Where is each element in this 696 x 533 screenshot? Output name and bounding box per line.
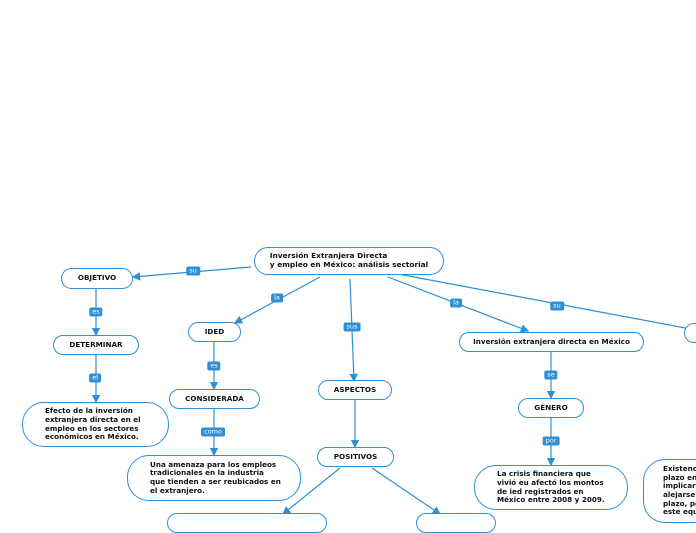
label-la: la (450, 298, 462, 308)
label-es: es (89, 307, 103, 317)
aspectos-node[interactable]: ASPECTOS (318, 380, 392, 400)
positivos-left-child-node[interactable] (167, 513, 327, 533)
genero-node[interactable]: GÉNERO (518, 398, 584, 418)
label-su: su (550, 301, 564, 311)
edge-positivos-right (371, 467, 441, 515)
objetivo-node[interactable]: OBJETIVO (61, 268, 133, 289)
edge-positivos-left (282, 467, 341, 515)
efecto-node[interactable]: Efecto de la inversión extranjera direct… (22, 402, 169, 447)
label-la: la (271, 293, 283, 303)
crisis-node[interactable]: La crisis financiera que vivió eu afectó… (474, 465, 628, 510)
inversion-node[interactable]: Inversión extranjera directa en México (459, 332, 644, 352)
edge-root-right (397, 273, 696, 331)
positivos-right-child-node[interactable] (416, 513, 496, 533)
existencia-node[interactable]: Existencia plazo en implicar alejarse pl… (643, 459, 696, 523)
right-edge-node[interactable] (684, 323, 696, 343)
positivos-node[interactable]: POSITIVOS (317, 447, 394, 467)
label-sus: sus (343, 322, 361, 332)
ided-node[interactable]: IDED (188, 322, 241, 342)
label-es: es (207, 361, 221, 371)
determinar-node[interactable]: DETERMINAR (53, 335, 139, 355)
amenaza-node[interactable]: Una amenaza para los empleos tradicional… (127, 455, 301, 501)
label-por: por (542, 436, 560, 446)
label-se: se (544, 370, 558, 380)
label-su: su (186, 266, 200, 276)
label-el: el (89, 373, 101, 383)
label-como: como (201, 427, 225, 437)
considerada-node[interactable]: CONSIDERADA (169, 389, 260, 409)
root-node[interactable]: Inversión Extranjera Directa y empleo en… (254, 247, 444, 275)
